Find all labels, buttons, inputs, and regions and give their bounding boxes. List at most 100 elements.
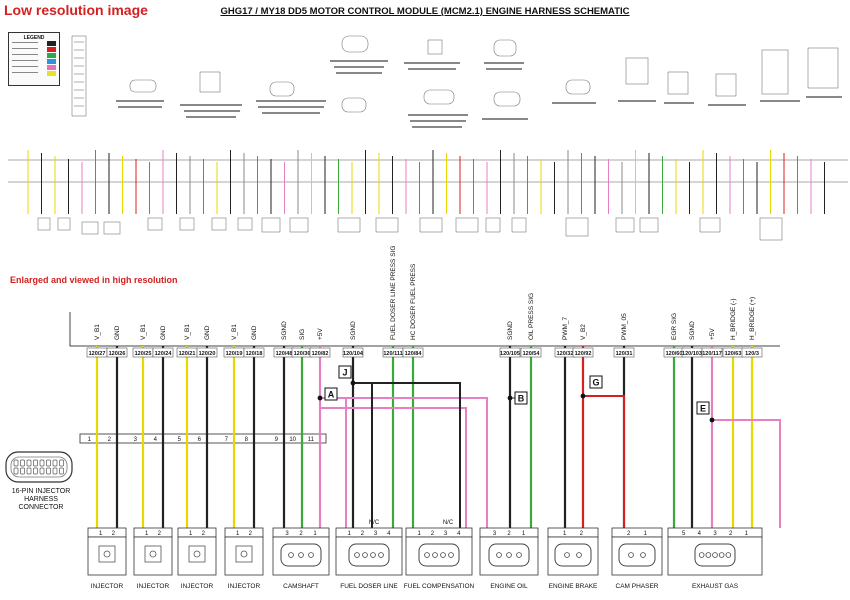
connector-terminal — [725, 552, 732, 558]
connector-sketch-thumb — [715, 73, 737, 97]
pin-number: 120/19 — [226, 351, 243, 357]
injector-symbol — [103, 550, 111, 558]
component-pin-number: 2 — [361, 531, 365, 537]
splice-g-bridge — [583, 395, 625, 528]
signal-label: GND — [160, 325, 167, 340]
component-name: CAMSHAFT — [283, 583, 319, 590]
component-body — [335, 536, 403, 576]
legend-row — [12, 71, 59, 77]
connector-sketch-thumb — [129, 79, 157, 93]
connector-terminal — [370, 552, 376, 558]
component-pin-number: 1 — [745, 531, 749, 537]
pin-number: 120/31 — [616, 351, 633, 357]
connector-cavity — [59, 459, 64, 467]
legend-title: LEGEND — [23, 35, 45, 41]
pin-number: 120/48 — [276, 351, 293, 357]
inline-pin-number: 8 — [245, 437, 249, 443]
connector-terminal — [506, 552, 512, 558]
pin-box — [309, 347, 331, 358]
schematic-title: GHG17 / MY18 DD5 MOTOR CONTROL MODULE (M… — [220, 6, 630, 17]
injector-symbol — [144, 545, 162, 563]
pin-box — [196, 347, 218, 358]
splice-callout-label: G — [592, 378, 599, 388]
component-pin-number: 2 — [729, 531, 733, 537]
connector-sketch-thumb — [427, 39, 443, 55]
connector-terminal — [308, 552, 314, 558]
component-body — [405, 536, 473, 576]
component-pin-number: 2 — [627, 531, 631, 537]
signal-label: PWM_05 — [621, 313, 628, 340]
component-body — [224, 536, 264, 576]
connector-face — [618, 543, 656, 567]
injector-harness-connector — [5, 451, 73, 483]
pin-number: 120/3 — [745, 351, 759, 357]
signal-label: GND — [114, 325, 121, 340]
component-name: INJECTOR — [91, 583, 124, 590]
connector-cavity — [46, 467, 51, 475]
pin-box — [520, 347, 542, 358]
low-resolution-banner: Low resolution image — [4, 2, 148, 18]
connector-cavity — [20, 467, 25, 475]
splice-callout-box — [514, 391, 528, 405]
component-name: INJECTOR — [137, 583, 170, 590]
splice-dot — [507, 395, 513, 401]
connector-terminal — [628, 552, 634, 558]
connector-sketch-thumb — [493, 91, 521, 107]
pin-number: 120/92 — [575, 351, 592, 357]
connector-terminal — [516, 552, 522, 558]
splice-e-bridge — [712, 419, 781, 528]
pin-box — [741, 347, 763, 358]
component-pin-number: 4 — [387, 531, 391, 537]
pin-number: 120/32 — [557, 351, 574, 357]
pin-number: 120/24 — [155, 351, 173, 357]
legend-swatch — [47, 53, 56, 58]
connector-cavity — [20, 459, 25, 467]
connector-cavity — [33, 467, 38, 475]
legend-swatch — [47, 71, 56, 76]
pin-number: 120/104 — [343, 351, 364, 357]
connector-sketch-thumb — [761, 49, 789, 95]
connector-terminal — [712, 552, 718, 558]
pin-number: 120/117 — [702, 351, 722, 357]
component-body — [479, 536, 539, 576]
component-pin-row — [133, 527, 173, 538]
connector-face — [418, 543, 460, 567]
pin-number: 120/26 — [109, 351, 126, 357]
signal-label: FUEL DOSER LINE PRESS SIG — [390, 246, 397, 340]
component-pin-number: 1 — [313, 531, 317, 537]
component-name: FUEL DOSER LINE — [340, 583, 398, 590]
splice-dot — [580, 393, 586, 399]
signal-label: V_B1 — [231, 324, 238, 340]
component-pin-row — [87, 527, 127, 538]
signal-label: V_B1 — [94, 324, 101, 340]
splice-dot — [317, 395, 323, 401]
signal-label: SGND — [689, 321, 696, 340]
pin-number: 120/20 — [199, 351, 216, 357]
splice-a-bridge — [320, 397, 488, 528]
pin-number: 120/105 — [500, 351, 520, 357]
connector-cavity — [39, 467, 45, 475]
component-pin-number: 2 — [112, 531, 116, 537]
component-pin-row — [405, 527, 473, 538]
legend-row — [12, 47, 59, 53]
injector-symbol — [240, 550, 248, 558]
component-pin-number: 4 — [457, 531, 461, 537]
legend-row — [12, 59, 59, 65]
injector-connector-label: 16-PIN INJECTOR HARNESS CONNECTOR — [11, 488, 71, 511]
component-pin-number: 2 — [249, 531, 253, 537]
connector-cavity — [33, 459, 38, 467]
connector-face — [554, 543, 592, 567]
signal-label: H_BRIDGE (+) — [749, 297, 756, 340]
signal-label: SGND — [350, 321, 357, 340]
component-body — [272, 536, 330, 576]
connector-terminal — [640, 552, 646, 558]
splice-callout-box — [696, 401, 710, 415]
splice-callout-box — [589, 375, 603, 389]
